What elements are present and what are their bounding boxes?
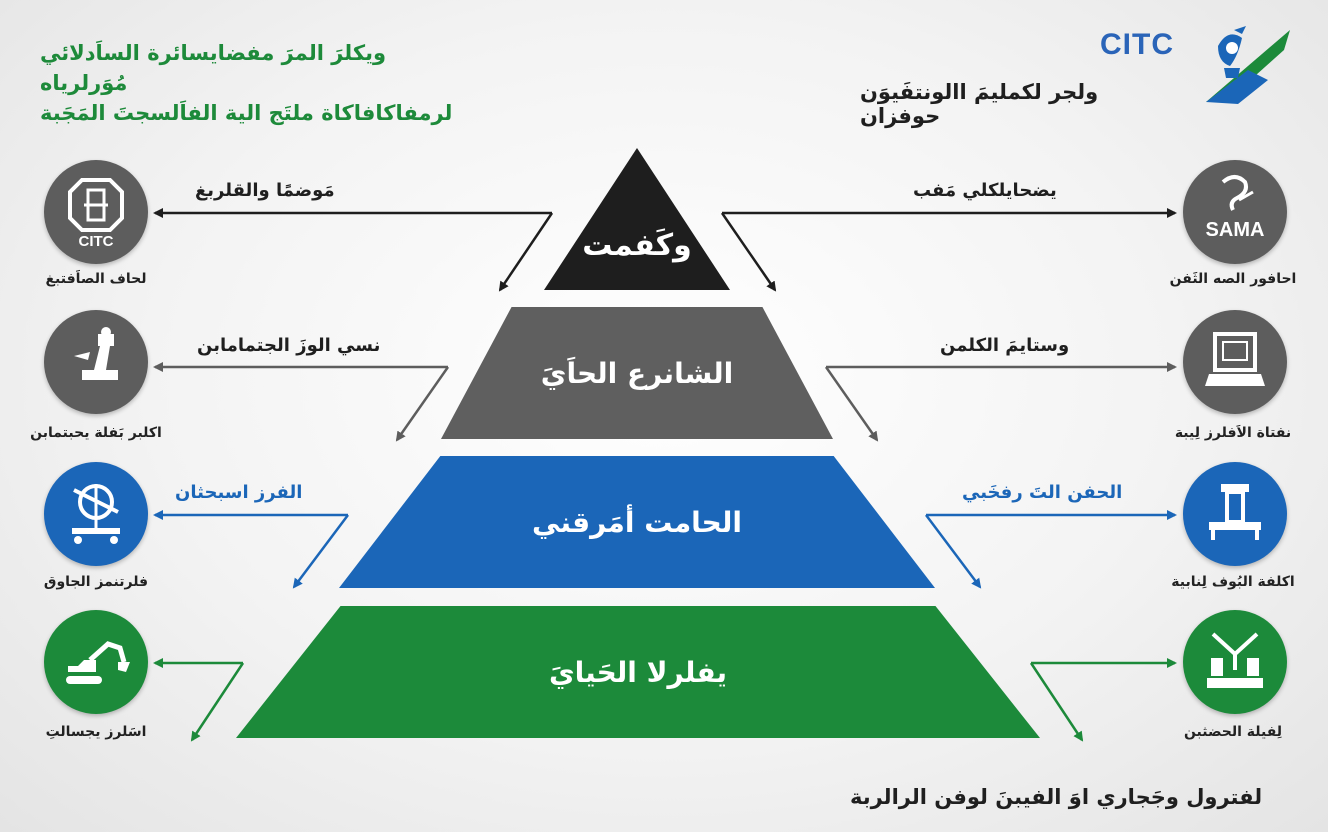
pyramid-tier-1-label: وكَفمت	[582, 227, 692, 263]
right-caption-1: احافور الصه الثَفن	[1169, 271, 1297, 287]
logo-emblem-icon	[1206, 26, 1290, 104]
robot-arm-icon	[44, 310, 148, 414]
right-caption-2: نفتاة الاَفلرز لِيبة	[1174, 425, 1292, 441]
pyramid-tier-3: الحامت أمَرقني	[339, 456, 935, 588]
right-label-2: وستايمَ الكلمن	[940, 335, 1070, 356]
pyramid-tier-4: يفلرلا الحَيايَ	[236, 606, 1040, 738]
sama-emblem-text: SAMA	[1206, 219, 1265, 241]
right-caption-3: اكلفة البُوف لِنابية	[1171, 574, 1295, 590]
header-title-line1: ويكلرَ المرَ مفضايسائرة الساَدلائي مُوَر…	[40, 41, 387, 95]
arrow-bottom-right-down	[1029, 662, 1084, 742]
right-label-3: الحفن التَ رفخَبي	[962, 482, 1123, 503]
header-title-line2: لرمفاكافاكاة ملتَج الية الفاَلسجتَ المَج…	[40, 101, 453, 125]
arrow-third-left-down	[292, 514, 349, 589]
right-label-1: يضحايلكلي مَفب	[913, 180, 1057, 201]
left-caption-2: اكلبر بَفلة يحبتمابن	[30, 425, 162, 441]
machine-icon	[1183, 462, 1287, 566]
pyramid-tier-3-label: الحامت أمَرقني	[532, 505, 742, 539]
left-label-2: نسي الوزَ الجتمامابن	[197, 335, 381, 356]
pyramid-tier-2-label: الشانرع الحاَيَ	[540, 356, 734, 390]
survey-device-icon	[44, 462, 148, 566]
arrow-top-left-down	[498, 212, 554, 292]
logo-subtitle: ولجر لكمليمَ االونتفَيوَن حوفزان	[860, 80, 1099, 128]
arrow-top-right-down	[720, 212, 777, 292]
left-label-1: مَوضمًا والقلربغ	[195, 180, 335, 201]
left-caption-1: لحاف الصاَفتبغ	[45, 271, 147, 287]
excavator-icon	[44, 610, 148, 714]
header-title: ويكلرَ المرَ مفضايسائرة الساَدلائي مُوَر…	[40, 38, 460, 128]
pyramid-tier-2: الشانرع الحاَيَ	[441, 307, 833, 439]
arrow-second-right-down	[824, 366, 879, 442]
arrow-second-left-down	[395, 366, 450, 442]
logo-text: CITC	[1100, 28, 1174, 61]
arrow-third-right-down	[925, 514, 982, 589]
pyramid-tier-4-label: يفلرلا الحَيايَ	[548, 655, 727, 689]
industrial-plant-icon	[1183, 610, 1287, 714]
computer-terminal-icon	[1183, 310, 1287, 414]
arrow-bottom-left-down	[190, 662, 245, 742]
citc-emblem-text: CITC	[79, 233, 114, 250]
left-caption-4: اسَلرز يجسالتِ	[45, 724, 147, 740]
left-caption-3: فلرتنمز الجاوق	[43, 574, 149, 590]
citc-emblem-icon: CITC	[44, 160, 148, 264]
sama-emblem-icon: SAMA	[1183, 160, 1287, 264]
right-caption-4: لِفيلة الحضثبن	[1183, 724, 1283, 740]
left-label-3: الفرز اسبحثان	[175, 482, 303, 503]
footer-text: لفترول وجَجاري اوَ الفيبنَ لوفن الرالربة	[850, 785, 1263, 809]
